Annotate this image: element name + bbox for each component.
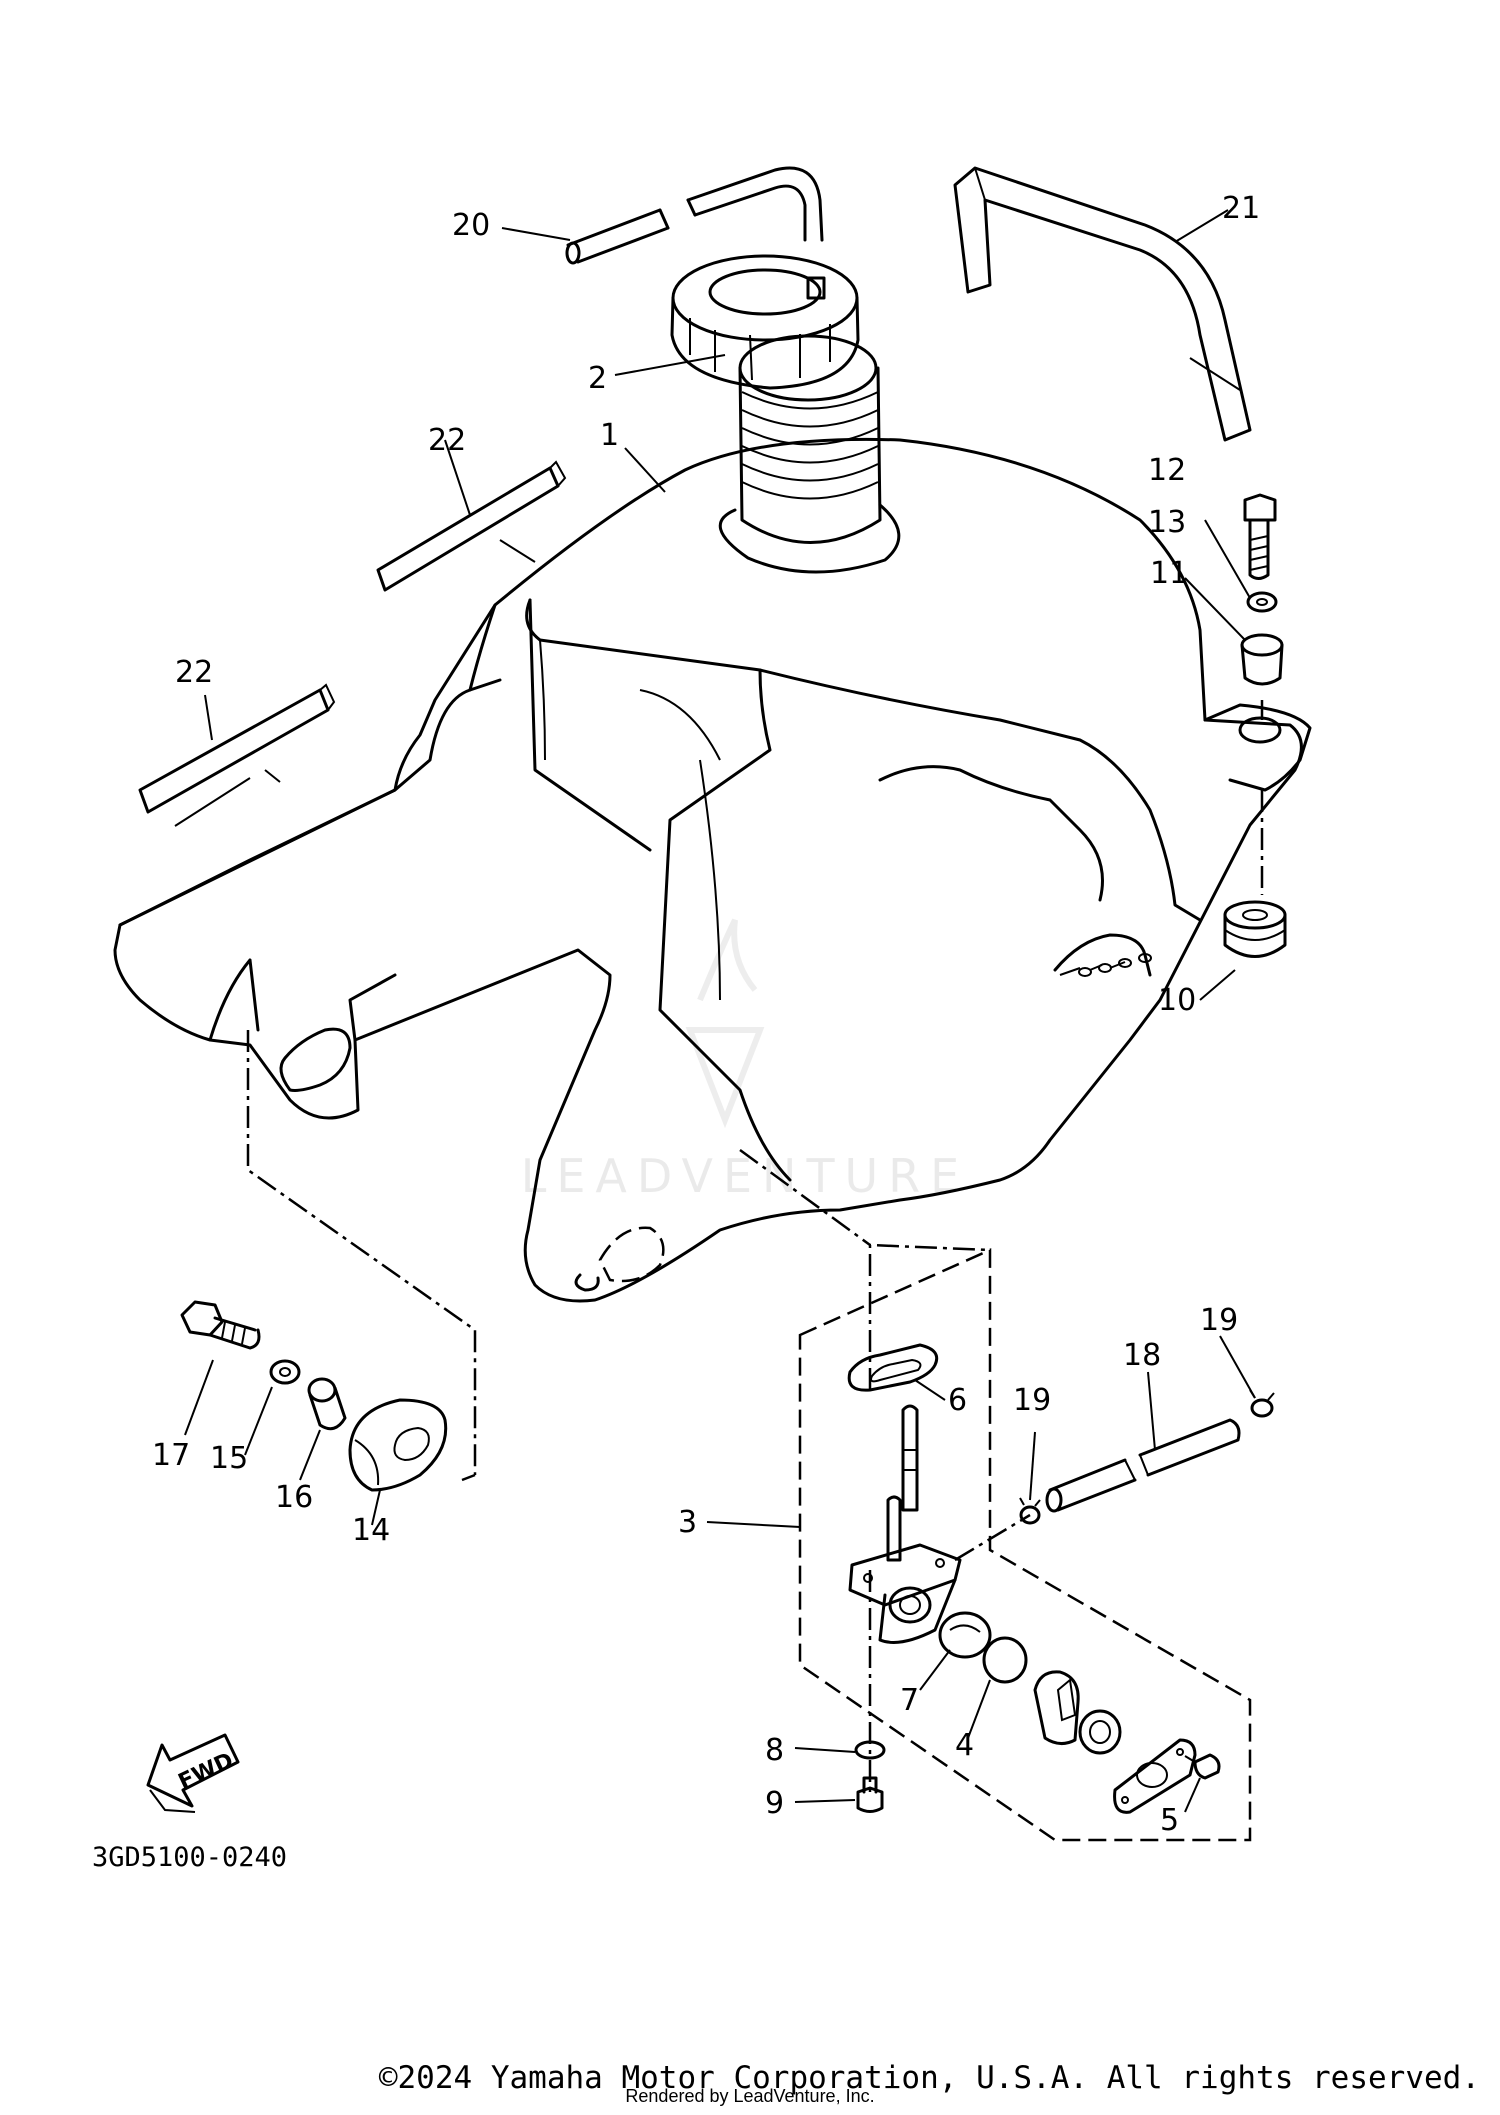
callout-4: 4 bbox=[955, 1728, 974, 1763]
callout-labels: 1 2 3 4 5 6 7 8 9 10 11 12 13 14 15 16 1… bbox=[152, 191, 1260, 1838]
copyright-notice: ©2024 Yamaha Motor Corporation, U.S.A. A… bbox=[378, 2060, 1480, 2096]
callout-8: 8 bbox=[765, 1733, 784, 1768]
callout-19-lower: 19 bbox=[1013, 1383, 1051, 1418]
fuel-cock-body bbox=[848, 1404, 962, 1644]
breather-hose bbox=[565, 166, 824, 265]
callout-5: 5 bbox=[1160, 1803, 1179, 1838]
mount-axis-left bbox=[246, 1030, 477, 1482]
leader-lines bbox=[184, 209, 1256, 1813]
o-ring-4 bbox=[982, 1636, 1028, 1684]
fwd-label: FWD bbox=[175, 1748, 238, 1795]
screw-5 bbox=[1184, 1753, 1221, 1780]
washer-8 bbox=[854, 1740, 886, 1760]
diagram-code: 3GD5100-0240 bbox=[92, 1842, 287, 1873]
callout-15: 15 bbox=[210, 1441, 248, 1476]
callout-20: 20 bbox=[452, 208, 490, 243]
callout-2: 2 bbox=[588, 361, 607, 396]
callout-18: 18 bbox=[1123, 1338, 1161, 1373]
washer-13 bbox=[1246, 591, 1278, 613]
callout-22-upper: 22 bbox=[428, 423, 466, 458]
callout-9: 9 bbox=[765, 1786, 784, 1821]
callout-13: 13 bbox=[1148, 505, 1186, 540]
rendered-by-note: Rendered by LeadVenture, Inc. bbox=[625, 2086, 875, 2106]
grommet-14 bbox=[348, 1398, 448, 1492]
collar-16 bbox=[307, 1377, 347, 1431]
callout-3: 3 bbox=[678, 1505, 697, 1540]
collar-11 bbox=[1240, 633, 1284, 686]
fuel-cock-axis bbox=[739, 1148, 991, 1795]
foam-strip-lower bbox=[138, 539, 536, 827]
callout-7: 7 bbox=[900, 1683, 919, 1718]
seal-ring bbox=[1078, 1709, 1122, 1755]
cover-plate bbox=[1113, 1738, 1197, 1814]
callout-21: 21 bbox=[1222, 191, 1260, 226]
callout-11: 11 bbox=[1150, 556, 1188, 591]
callout-19-upper: 19 bbox=[1200, 1303, 1238, 1338]
fuel-hose-18 bbox=[1045, 1418, 1241, 1513]
callout-10: 10 bbox=[1158, 983, 1196, 1018]
callout-16: 16 bbox=[275, 1480, 313, 1515]
grommet-10 bbox=[1223, 900, 1287, 958]
fuel-cap bbox=[670, 254, 860, 390]
hose-axis bbox=[954, 1513, 1031, 1562]
bolt-17 bbox=[180, 1300, 261, 1350]
callout-14: 14 bbox=[352, 1513, 390, 1548]
foam-strip-upper bbox=[376, 460, 567, 592]
callout-1: 1 bbox=[600, 418, 619, 453]
leadventure-watermark: LEADVENTURE bbox=[521, 918, 970, 1203]
callout-17: 17 bbox=[152, 1438, 190, 1473]
fwd-direction-arrow: FWD bbox=[146, 1733, 240, 1813]
washer-15 bbox=[269, 1359, 301, 1385]
gasket-6 bbox=[847, 1343, 939, 1392]
fuel-tank bbox=[113, 334, 1312, 1303]
tank-strap bbox=[953, 166, 1252, 442]
watermark-text: LEADVENTURE bbox=[521, 1149, 970, 1203]
bolt-12 bbox=[1243, 493, 1277, 580]
callout-12: 12 bbox=[1148, 453, 1186, 488]
callout-6: 6 bbox=[948, 1383, 967, 1418]
callout-22-lower: 22 bbox=[175, 655, 213, 690]
drain-bolt-9 bbox=[856, 1776, 884, 1813]
lever-plate-7 bbox=[938, 1611, 992, 1659]
hose-clip-lower bbox=[1019, 1497, 1041, 1525]
fuel-cock-lever bbox=[1033, 1670, 1080, 1745]
